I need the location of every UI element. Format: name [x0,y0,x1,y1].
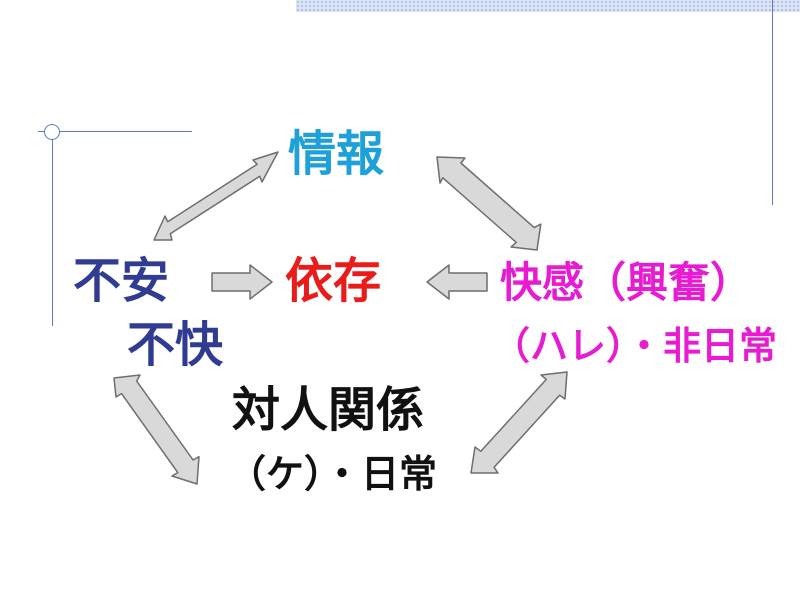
node-pleasure-line2: （ハレ）・非日常 [492,324,778,368]
node-relations-line1: 対人関係 [232,382,425,438]
arrow-info-pleasure [436,156,542,251]
header-decoration-band [296,0,800,12]
arrow-info-anxiety [153,151,279,241]
arrow-pleasure-dependence [426,264,488,300]
node-info: 情報 [288,126,385,182]
right-accent-line [772,0,773,205]
arrow-discomfort-relations [113,374,200,485]
node-anxiety: 不安 [73,253,170,309]
left-accent-line [52,126,53,326]
node-discomfort: 不快 [127,317,224,373]
node-dependence: 依存 [285,253,382,309]
arrow-anxiety-dependence [211,264,273,300]
arrow-pleasure-relations [470,371,568,474]
left-accent-rule [38,131,192,132]
node-pleasure-line1: 快感（興奮） [500,258,753,307]
node-relations-line2: （ケ）・日常 [228,452,438,496]
accent-ring-decoration [44,124,60,140]
